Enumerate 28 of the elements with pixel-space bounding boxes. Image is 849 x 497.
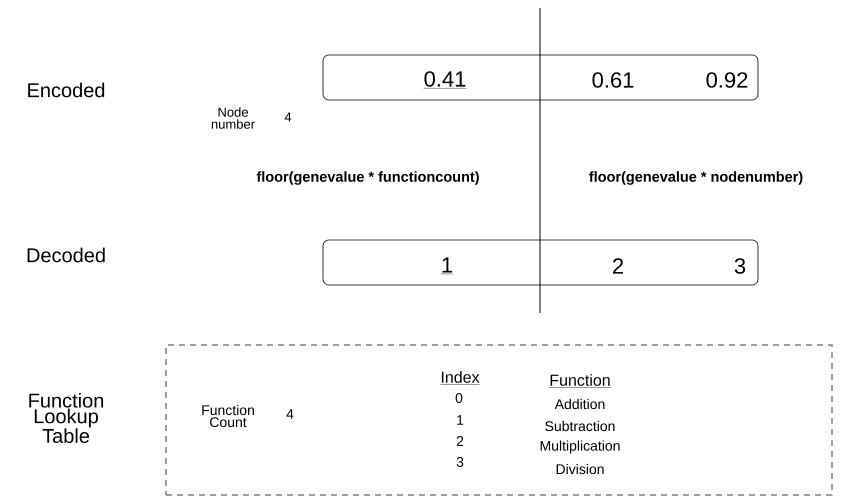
label-text: Function Lookup Table xyxy=(29,392,104,443)
cell-text: 2 xyxy=(456,436,464,446)
value-text: 0.61 xyxy=(592,72,634,88)
label-text: Node number xyxy=(212,107,255,129)
value-text: 0.92 xyxy=(706,72,748,88)
label-text: Decoded xyxy=(28,248,105,262)
cell-text: Multiplication xyxy=(540,440,620,454)
cell-text: Index xyxy=(440,371,480,384)
value-text: 1 xyxy=(440,257,454,274)
cell-text: Function Count xyxy=(202,404,254,428)
label-text: 4 xyxy=(284,112,292,122)
cell-text: 1 xyxy=(457,415,464,425)
cell-text: Function xyxy=(549,374,611,388)
cell-text: Addition xyxy=(554,398,604,410)
value-text: 3 xyxy=(734,258,746,274)
cell-text: 3 xyxy=(456,457,464,467)
value-box xyxy=(322,240,758,286)
label-text: Encoded xyxy=(28,82,104,98)
formula-text: floor(genevalue * functioncount) xyxy=(256,171,479,185)
value-text: 2 xyxy=(613,258,624,274)
cell-text: Subtraction xyxy=(545,420,614,432)
cell-text: Division xyxy=(556,464,604,474)
value-text: 0.41 xyxy=(423,71,467,88)
cell-text: 4 xyxy=(286,409,294,419)
cell-text: 0 xyxy=(456,393,462,403)
formula-text: floor(genevalue * nodenumber) xyxy=(589,171,802,185)
value-box xyxy=(322,54,758,100)
lookup-table-box xyxy=(165,344,833,496)
